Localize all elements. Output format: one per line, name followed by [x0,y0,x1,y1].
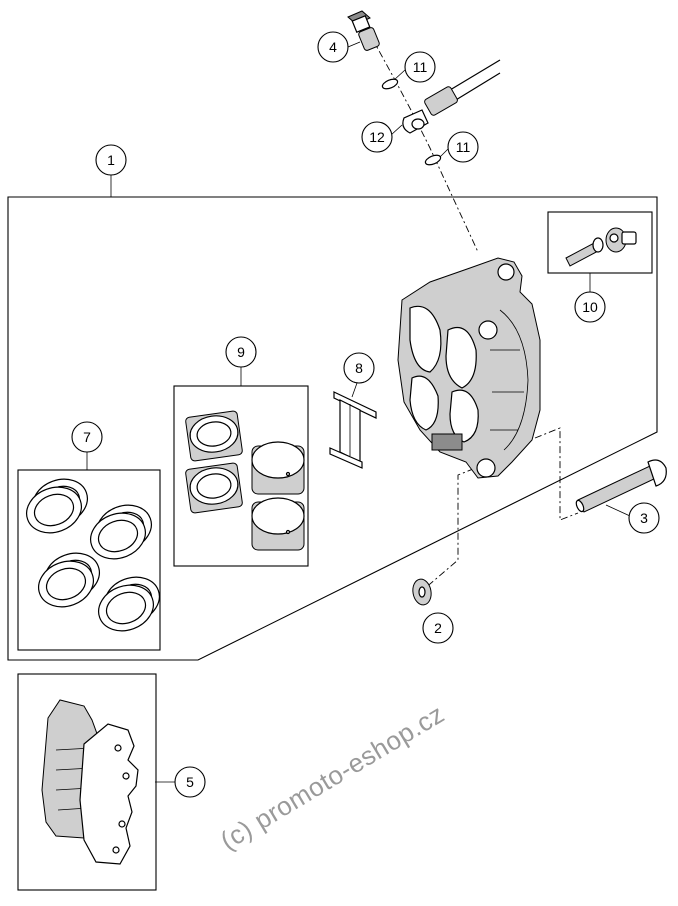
axis-brake-line [371,37,479,253]
svg-text:5: 5 [186,774,194,790]
leader-3 [605,504,631,517]
callout-1: 1 [95,144,127,176]
bleed-valve-set-10 [565,227,637,267]
callout-11b: 11 [447,131,479,163]
piston-kit-box [173,385,309,567]
svg-text:3: 3 [640,510,648,526]
brake-line-banjo-12 [402,59,501,134]
washer-11b [424,154,442,166]
leader-4 [347,41,361,48]
seal-kit-box [17,469,161,651]
svg-text:12: 12 [369,129,385,145]
washer-2 [412,578,432,606]
bleed-valve-box [547,211,653,274]
pin-bolt-3 [575,459,667,513]
svg-text:7: 7 [83,429,91,445]
svg-text:2: 2 [434,620,442,636]
svg-text:8: 8 [355,360,363,376]
callout-10: 10 [574,291,606,323]
callout-4: 4 [317,31,349,63]
seal-rings-7 [26,478,160,632]
svg-text:11: 11 [413,59,428,75]
svg-text:10: 10 [582,299,598,315]
banjo-bolt-4 [347,10,380,51]
pad-spring-8 [329,391,377,469]
callout-11a: 11 [404,51,436,83]
callout-7: 7 [71,421,103,453]
washer-11a [381,78,399,90]
callout-12: 12 [361,121,393,153]
callout-3: 3 [628,502,660,534]
callout-9: 9 [225,336,257,368]
pistons-9 [185,410,305,551]
leader-11a [393,69,406,81]
svg-text:11: 11 [456,139,471,155]
brake-pad-box [17,673,157,891]
axis-washer [422,462,489,591]
brake-pads-5 [41,699,139,865]
leader-12 [390,124,403,136]
svg-text:9: 9 [237,344,245,360]
callout-2: 2 [422,612,454,644]
callout-5: 5 [174,766,206,798]
assembly-boundary-1 [7,196,658,661]
brake-caliper-body [397,257,541,479]
leader-8 [351,382,358,398]
callout-8: 8 [343,352,375,384]
svg-text:1: 1 [107,152,115,168]
svg-text:4: 4 [329,39,337,55]
